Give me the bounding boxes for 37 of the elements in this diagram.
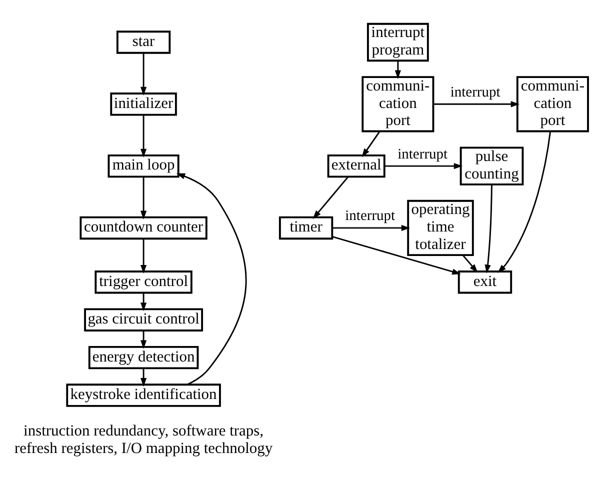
arrow xyxy=(332,224,410,231)
arrow xyxy=(332,235,461,274)
arrow xyxy=(462,254,478,272)
node-box: external xyxy=(327,154,386,178)
node-box: timer xyxy=(278,216,334,240)
node-box: countdown counter xyxy=(80,216,208,240)
node-box: main loop xyxy=(108,154,180,178)
edge-label: interrupt xyxy=(345,208,396,224)
node-box: interrupt program xyxy=(366,22,429,62)
node-box: keystroke identification xyxy=(66,383,221,406)
arrow xyxy=(498,130,552,272)
arrow xyxy=(362,130,380,157)
arrow xyxy=(394,60,401,78)
node-box: communi- cation port xyxy=(516,76,589,132)
arrow xyxy=(384,162,463,169)
arrow xyxy=(140,368,147,386)
node-box: gas circuit control xyxy=(84,308,204,331)
edge-label: interrupt xyxy=(398,146,448,162)
node-box: energy detection xyxy=(88,345,199,369)
edge-label: interrupt xyxy=(450,84,500,100)
node-box: communi- cation port xyxy=(362,76,434,132)
node-box: star xyxy=(116,30,171,54)
arrow xyxy=(433,100,520,107)
arrow xyxy=(484,184,492,273)
node-box: pulse counting xyxy=(460,146,524,185)
arrow xyxy=(140,114,147,158)
arrow xyxy=(312,176,349,218)
label: instruction redundancy, software traps, refresh registers, I/O mapping technology xyxy=(14,422,273,457)
arrow xyxy=(140,330,147,349)
arrow xyxy=(140,176,147,219)
node-box: trigger control xyxy=(94,270,192,294)
arrow xyxy=(140,292,147,311)
node-box: exit xyxy=(458,270,512,294)
arrow xyxy=(140,52,147,96)
node-box: operating time totalizer xyxy=(407,199,474,256)
arrow xyxy=(140,238,147,274)
node-box: initializer xyxy=(110,92,177,116)
